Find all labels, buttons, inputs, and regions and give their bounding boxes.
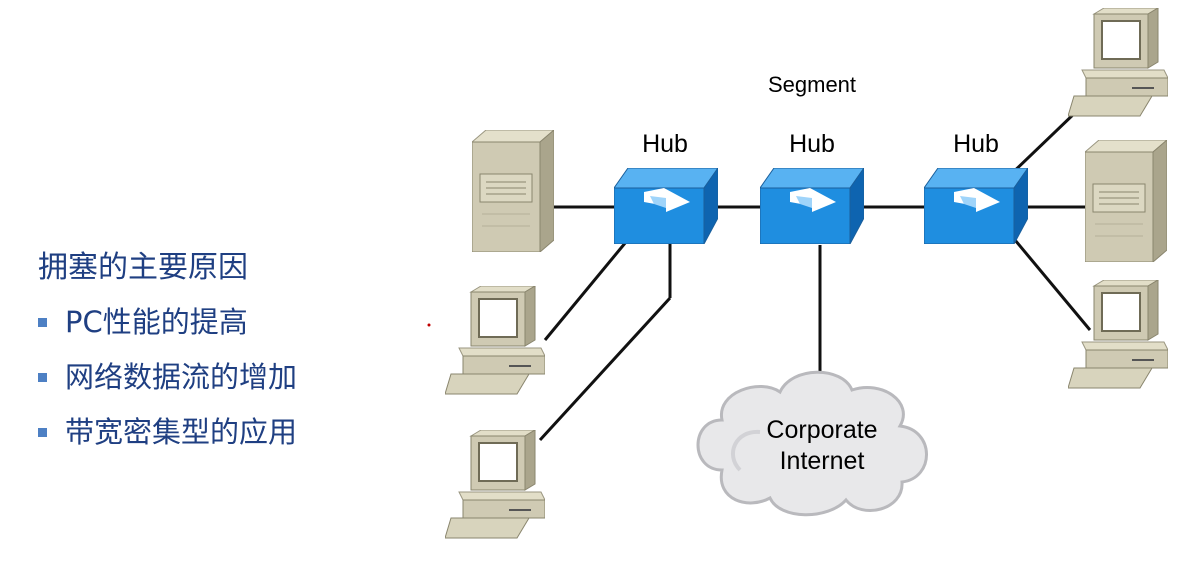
bullet-square-icon — [38, 427, 47, 437]
reason-text: PC性能的提高 — [65, 305, 248, 339]
server-icon — [472, 130, 554, 252]
pc-icon — [1068, 280, 1168, 389]
hub-label: Hub — [789, 130, 835, 158]
pc-icon — [445, 430, 545, 539]
reason-item: 网络数据流的增加 — [38, 357, 297, 397]
reasons-heading: 拥塞的主要原因 — [38, 250, 248, 285]
hub-icon — [924, 168, 1028, 244]
hub-label: Hub — [642, 130, 688, 158]
pc-icon — [445, 286, 545, 395]
pc-icon — [1068, 8, 1168, 117]
hub-icon — [614, 168, 718, 244]
bullet-square-icon — [38, 317, 47, 327]
segment-label: Segment — [768, 72, 856, 97]
server-icon — [1085, 140, 1167, 262]
hub-icon — [760, 168, 864, 244]
reason-item: 带宽密集型的应用 — [38, 412, 297, 452]
bullet-square-icon — [38, 372, 47, 382]
reason-item: PC性能的提高 — [38, 302, 297, 342]
congestion-reasons: 拥塞的主要原因 PC性能的提高 网络数据流的增加 带宽密集型的应用 — [38, 248, 297, 467]
stray-dot — [427, 323, 431, 327]
cloud-label-line: Corporate — [766, 416, 877, 444]
reason-text: 网络数据流的增加 — [65, 360, 298, 394]
cloud-label-line: Internet — [780, 447, 865, 475]
hub-label: Hub — [953, 130, 999, 158]
reason-text: 带宽密集型的应用 — [65, 415, 298, 449]
reasons-list: PC性能的提高 网络数据流的增加 带宽密集型的应用 — [38, 302, 297, 452]
cloud-icon — [696, 370, 928, 517]
